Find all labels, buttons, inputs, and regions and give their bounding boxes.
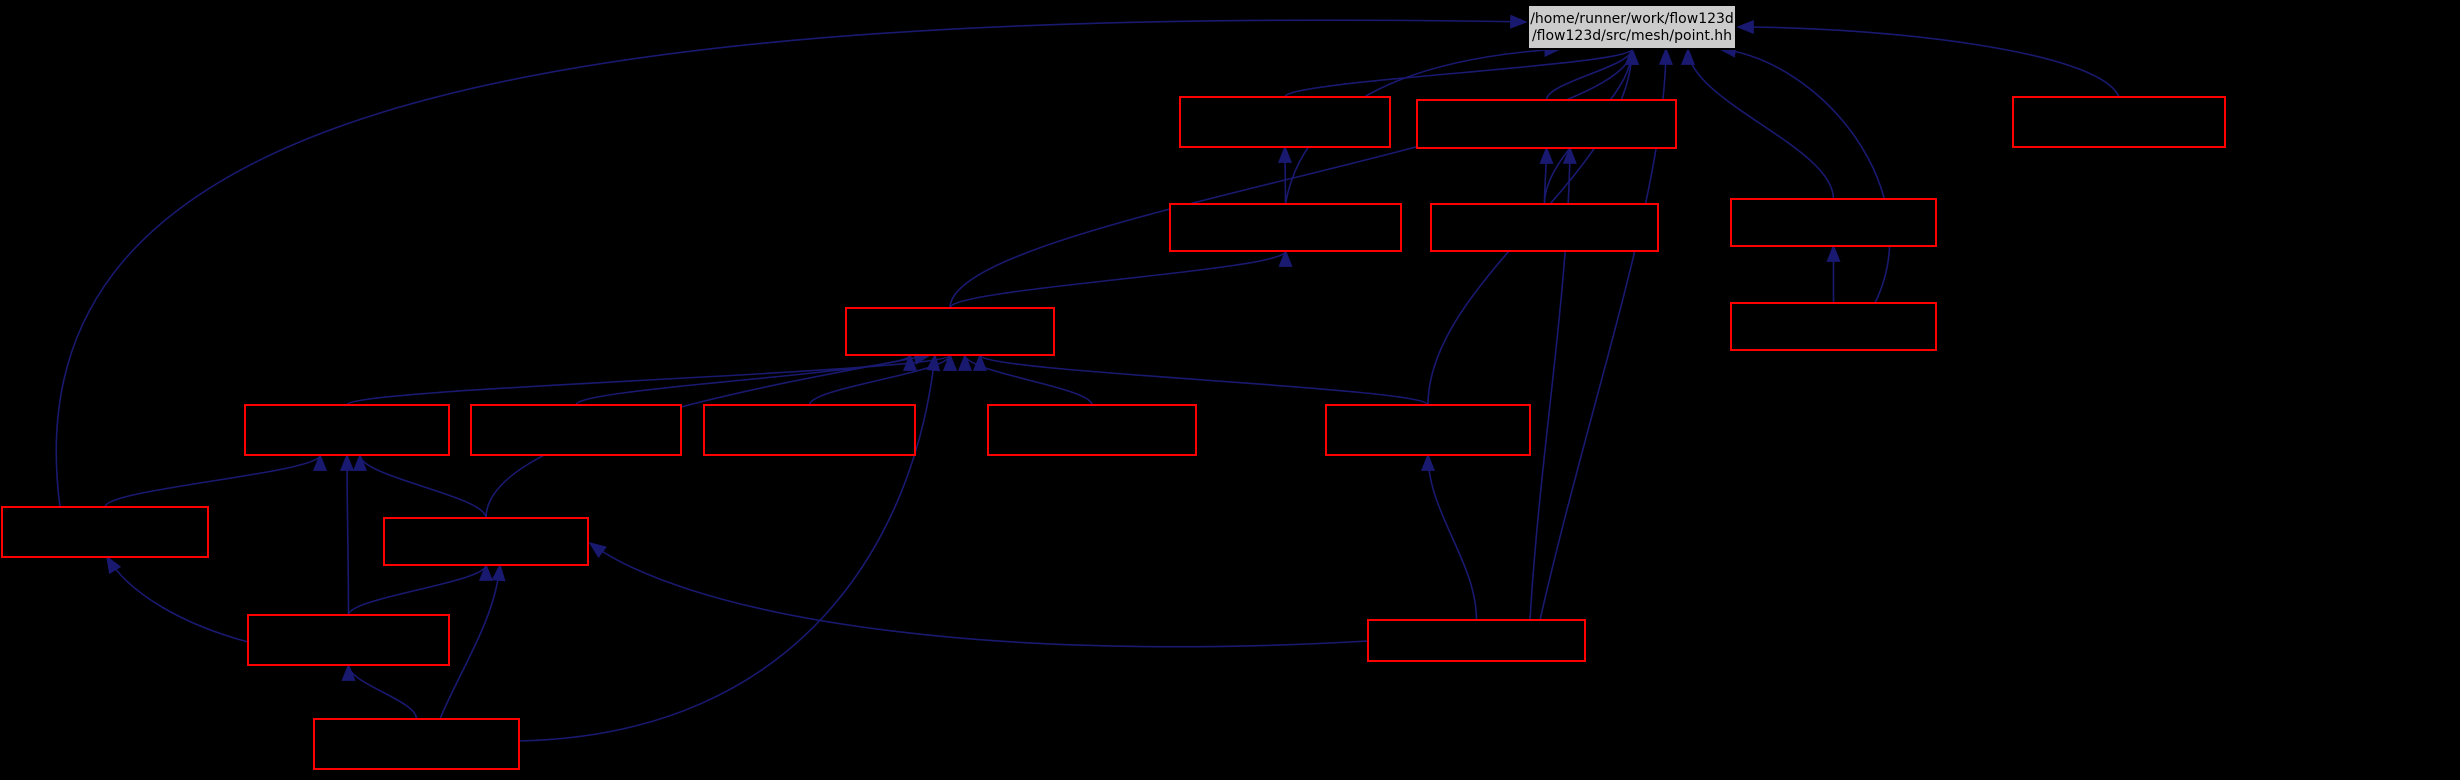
root-node-path-line2: /flow123d/src/mesh/point.hh	[1532, 28, 1732, 44]
graph-node-n3[interactable]	[2012, 96, 2226, 148]
graph-edge-n13-n8	[973, 353, 1429, 406]
graph-node-n17[interactable]	[1367, 619, 1586, 662]
graph-node-n16[interactable]	[247, 614, 450, 666]
root-node: /home/runner/work/flow123d /flow123d/src…	[1527, 4, 1737, 50]
graph-edge-n1-P	[1284, 47, 1639, 98]
graph-node-n5[interactable]	[1430, 203, 1659, 252]
graph-edge-n7-P	[1718, 43, 1891, 304]
graph-edge-n18-n8	[518, 353, 941, 742]
graph-edge-n4-n1	[1277, 145, 1293, 205]
graph-node-n14[interactable]	[1, 506, 209, 558]
graph-node-n4[interactable]	[1169, 203, 1402, 252]
graph-edge-n2-P	[1545, 47, 1639, 101]
graph-edge-n10-n8	[575, 353, 917, 406]
graph-edge-n8-P	[949, 47, 1639, 309]
graph-edge-n8-n4	[949, 249, 1293, 309]
graph-node-n13[interactable]	[1325, 404, 1531, 456]
graph-edge-n18-n15	[439, 563, 506, 720]
graph-node-n7[interactable]	[1730, 302, 1937, 351]
root-node-box	[1527, 4, 1737, 50]
graph-node-n10[interactable]	[470, 404, 682, 456]
graph-node-n2[interactable]	[1416, 99, 1677, 149]
graph-edge-n9-n8	[346, 353, 957, 406]
graph-node-n8[interactable]	[845, 307, 1055, 356]
graph-node-n12[interactable]	[987, 404, 1197, 456]
graph-node-n11[interactable]	[703, 404, 916, 456]
graph-edge-n18-n16	[341, 663, 418, 720]
graph-edge-n12-n8	[958, 353, 1093, 406]
graph-node-n6[interactable]	[1730, 198, 1937, 247]
graph-node-n9[interactable]	[244, 404, 450, 456]
graph-edge-n11-n8	[808, 353, 957, 406]
nodes-layer	[1, 96, 2226, 770]
graph-node-n18[interactable]	[313, 718, 520, 770]
graph-edge-n15-n9	[353, 453, 487, 519]
graph-edge-n14-P	[55, 14, 1528, 508]
graph-edge-n16-n9	[339, 453, 355, 616]
graph-edge-n16-n14	[106, 555, 249, 643]
graph-node-n15[interactable]	[383, 517, 589, 566]
graph-edge-n3-P	[1736, 19, 2120, 98]
root-node-path-line1: /home/runner/work/flow123d	[1530, 11, 1734, 27]
graph-edge-n6-P	[1681, 47, 1835, 200]
graph-edge-n17-n15	[588, 541, 1369, 648]
graph-edge-n14-n9	[104, 453, 327, 508]
graph-node-n1[interactable]	[1179, 96, 1391, 148]
graph-edge-n16-n15	[347, 563, 493, 616]
graph-edge-n17-n13	[1420, 453, 1478, 621]
